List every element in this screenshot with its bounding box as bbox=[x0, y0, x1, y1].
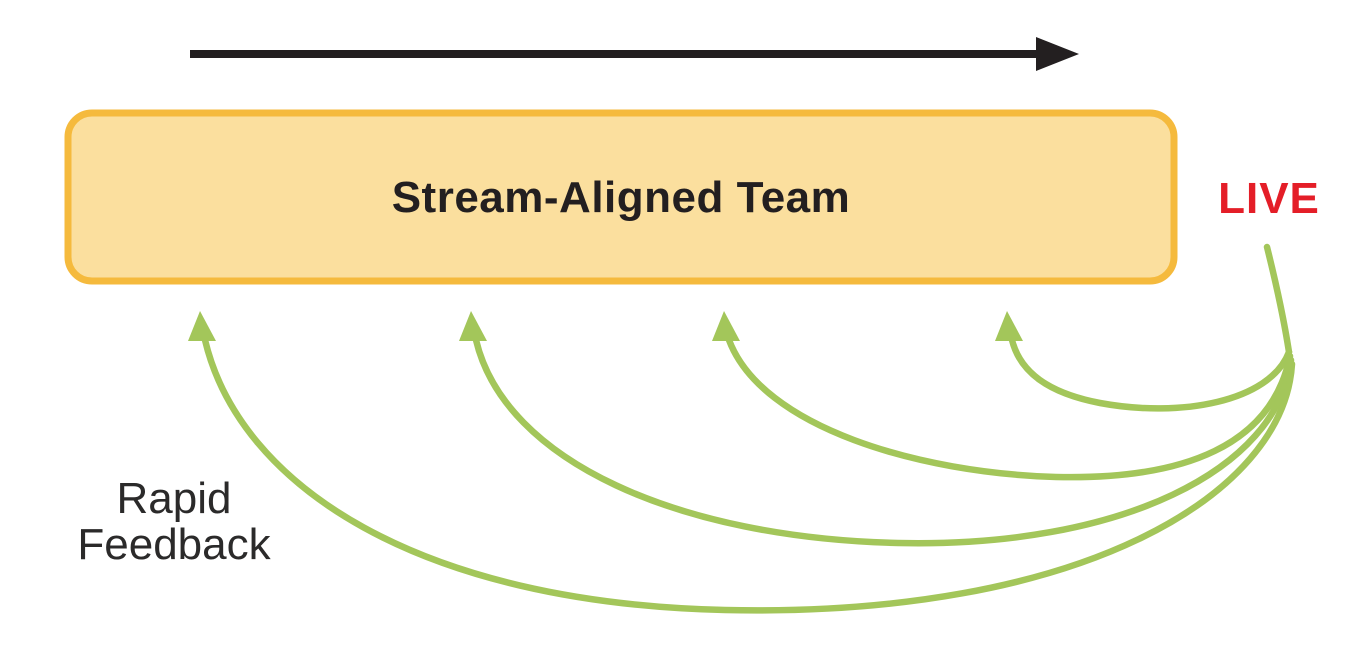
rapid-feedback-arrows bbox=[188, 243, 1296, 614]
live-label: LIVE bbox=[1218, 174, 1320, 223]
feedback-curve-2 bbox=[725, 336, 1294, 481]
team-box-label: Stream-Aligned Team bbox=[392, 173, 851, 222]
feedback-curve-1 bbox=[1008, 336, 1293, 412]
rapid-feedback-label-line1: Rapid bbox=[117, 474, 232, 523]
stream-aligned-team-box bbox=[64, 109, 1178, 285]
rapid-feedback-label-line2: Feedback bbox=[77, 520, 271, 569]
flow-direction-arrow-icon bbox=[190, 37, 1079, 71]
flow-arrow-head bbox=[1036, 37, 1079, 71]
feedback-arrowhead-icon-3 bbox=[459, 311, 487, 341]
feedback-arrow-stem bbox=[1263, 243, 1293, 356]
feedback-arrowhead-icon-2 bbox=[712, 311, 740, 341]
feedback-arrowhead-icon-1 bbox=[995, 311, 1023, 341]
rapid-feedback-label: Rapid Feedback bbox=[77, 474, 271, 569]
feedback-arrowhead-icon-4 bbox=[188, 311, 216, 341]
feedback-curve-3 bbox=[472, 336, 1295, 547]
feedback-curve-4 bbox=[201, 336, 1296, 614]
